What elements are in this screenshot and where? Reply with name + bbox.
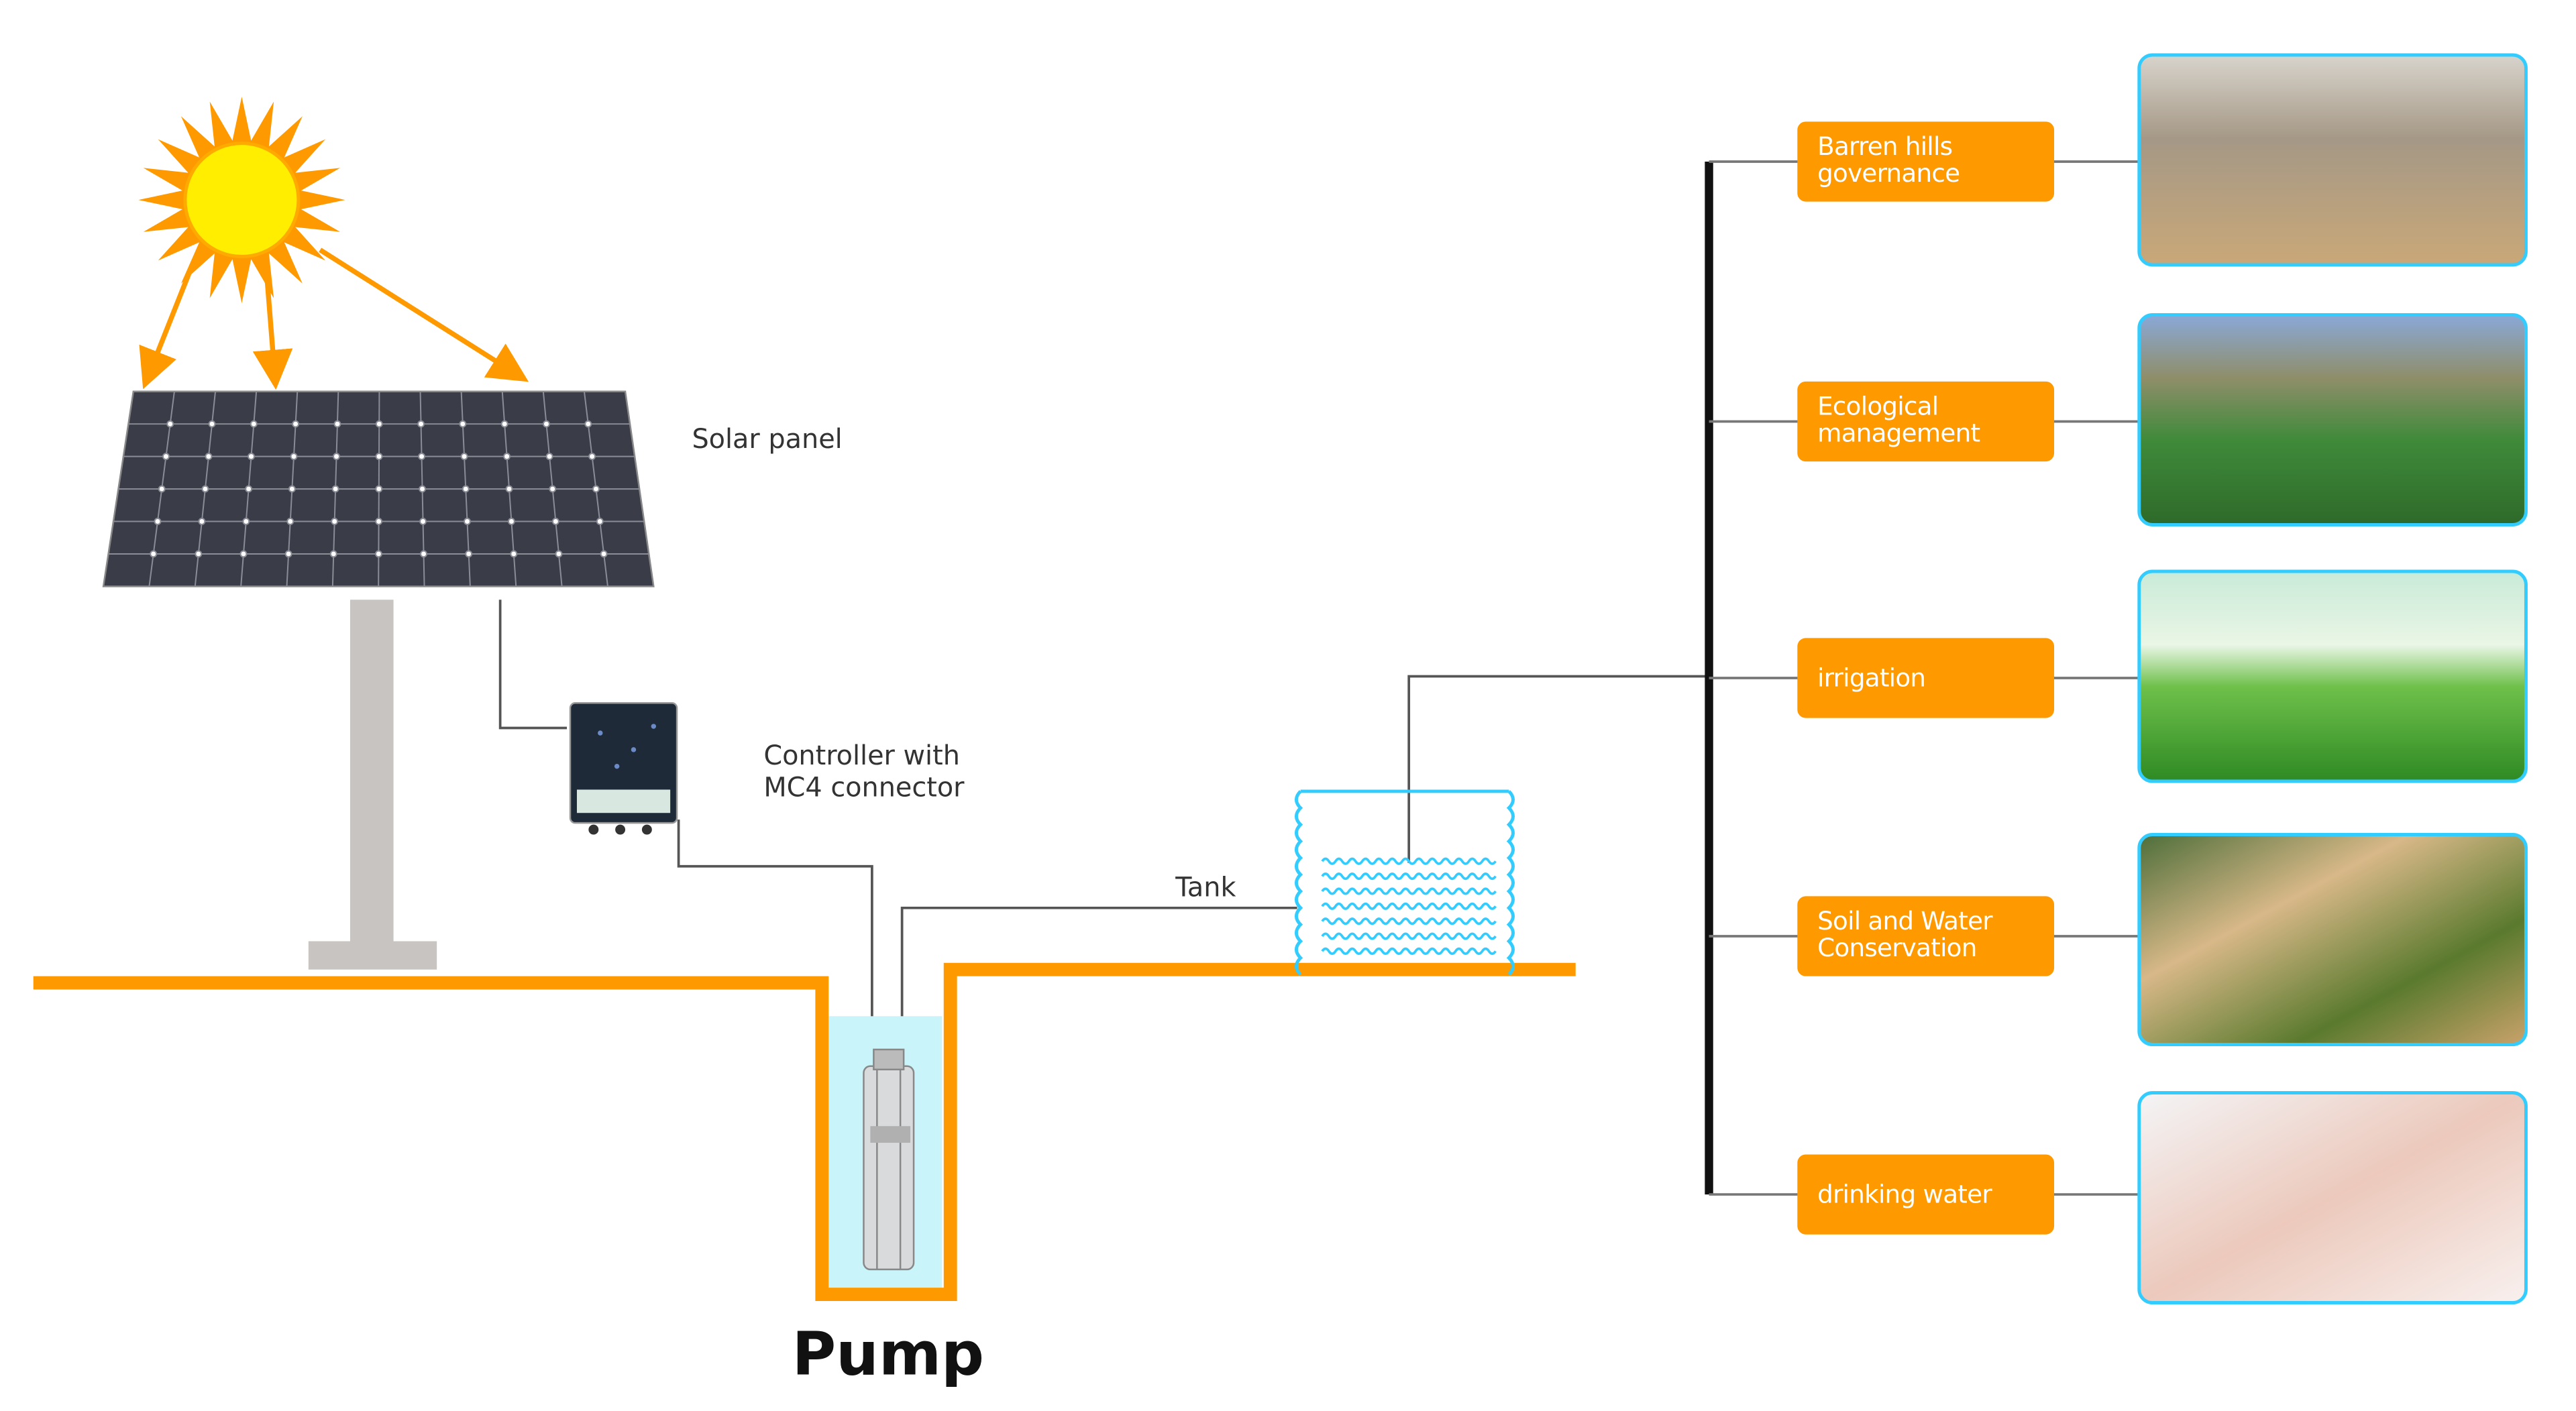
- application-label-line1: Soil and Water: [1817, 906, 1993, 936]
- hands-water-photo: [2137, 1091, 2528, 1305]
- application-label-line2: governance: [1817, 158, 1960, 188]
- application-label-line1: irrigation: [1817, 663, 1925, 692]
- tank-icon: [1294, 789, 1515, 976]
- application-label-box: [1797, 381, 2055, 462]
- pump-label: Pump: [792, 1319, 985, 1389]
- irrigated-field-photo: [2137, 569, 2528, 783]
- application-label-box: [1797, 638, 2055, 718]
- controller-to-pump-wire: [677, 820, 873, 1058]
- application-label-box: [1797, 1154, 2055, 1235]
- river-valley-photo: [2137, 313, 2528, 526]
- application-label-line1: drinking water: [1817, 1180, 1992, 1209]
- application-item: irrigation: [1709, 569, 2528, 783]
- pole-base: [308, 941, 437, 970]
- tank-outlet-pipe: [1407, 675, 1709, 863]
- application-label-line2: management: [1817, 418, 1980, 447]
- application-item: drinking water: [1709, 1091, 2528, 1305]
- application-label-line2: Conservation: [1817, 933, 1977, 962]
- pump-icon: [863, 1048, 915, 1271]
- application-label-box: [1797, 121, 2055, 202]
- controller-box: [569, 702, 678, 835]
- terraced-hillside-photo: [2137, 833, 2528, 1046]
- controller-label-line1: Controller with: [763, 740, 960, 771]
- solar-panel-label: Solar panel: [692, 424, 842, 455]
- panel-to-controller-wire: [498, 600, 568, 730]
- tank-label: Tank: [1175, 872, 1236, 903]
- pump-to-tank-pipe: [900, 906, 1297, 1058]
- sunlight-arrows: [139, 247, 529, 390]
- sun-icon: [138, 97, 345, 304]
- application-label-line1: Barren hills: [1817, 131, 1952, 161]
- application-label-box: [1797, 896, 2055, 976]
- controller-label-line2: MC4 connector: [763, 772, 965, 803]
- solar-panel: [102, 390, 655, 587]
- barren-hills-photo: [2137, 53, 2528, 267]
- ground-line: [33, 962, 1576, 1302]
- application-label-line1: Ecological: [1817, 392, 1938, 421]
- panel-pole: [350, 600, 394, 946]
